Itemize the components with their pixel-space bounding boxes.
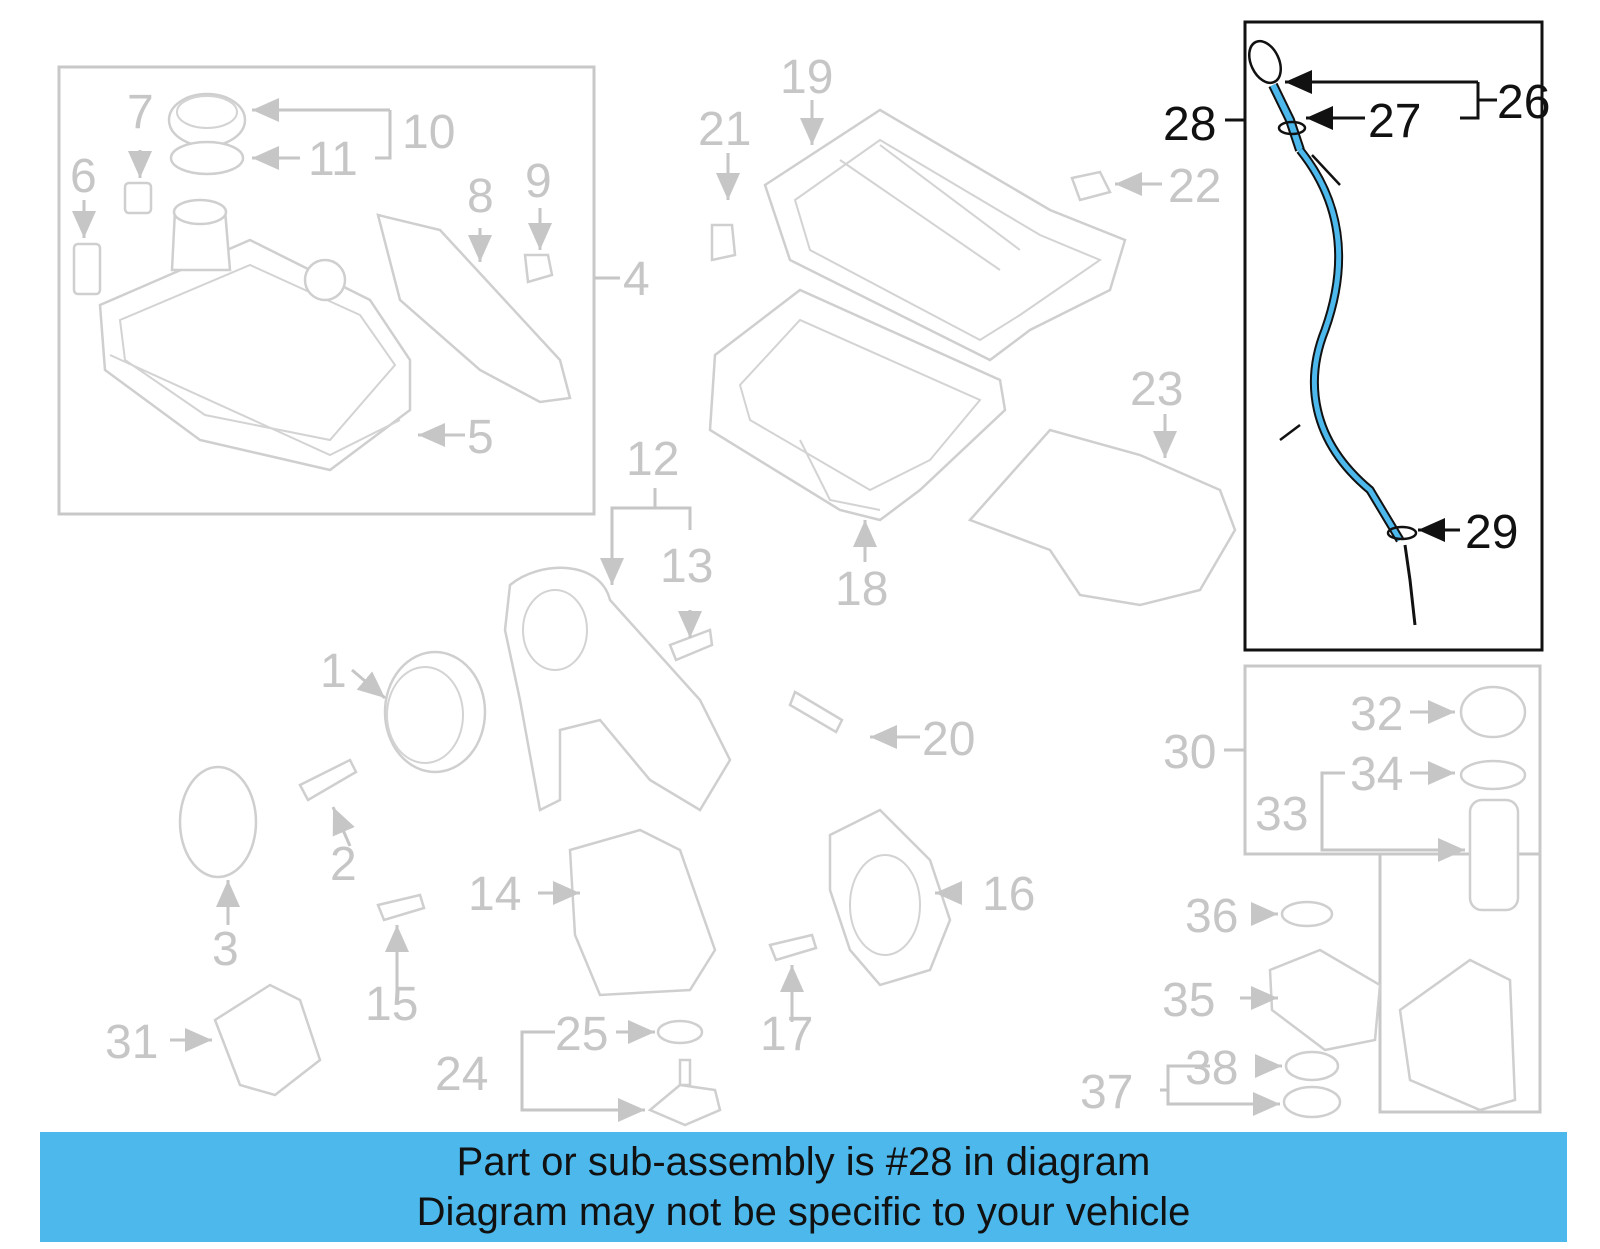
callout-26: 26 bbox=[1497, 76, 1550, 129]
callout-27: 27 bbox=[1368, 95, 1421, 148]
callout-21: 21 bbox=[698, 103, 751, 156]
rear-cover-icon bbox=[828, 808, 952, 987]
callout-31: 31 bbox=[105, 1016, 158, 1069]
callout-8: 8 bbox=[467, 170, 494, 223]
callout-32: 32 bbox=[1350, 688, 1403, 741]
callout-38: 38 bbox=[1185, 1042, 1238, 1095]
callout-14: 14 bbox=[468, 868, 521, 921]
bolt-9-icon bbox=[523, 253, 554, 284]
callout-23: 23 bbox=[1130, 363, 1183, 416]
drain-plug-icon bbox=[1070, 170, 1112, 202]
callout-17: 17 bbox=[760, 1008, 813, 1061]
callout-33: 33 bbox=[1255, 788, 1308, 841]
sealant-tube-icon bbox=[788, 690, 844, 734]
valve-cover-group-box bbox=[57, 65, 596, 516]
valve-cover-icon bbox=[98, 198, 412, 472]
callout-9: 9 bbox=[525, 155, 552, 208]
bolt-15-icon bbox=[376, 893, 426, 922]
callout-34: 34 bbox=[1350, 748, 1403, 801]
callout-24: 24 bbox=[435, 1048, 488, 1101]
callout-25: 25 bbox=[555, 1008, 608, 1061]
windage-tray-icon bbox=[967, 428, 1237, 607]
oil-filter-icon bbox=[1268, 685, 1527, 1119]
pulley-icon bbox=[383, 650, 487, 774]
callout-30: 30 bbox=[1163, 726, 1216, 779]
switch-stem-icon bbox=[678, 1058, 692, 1087]
heat-shield-icon bbox=[376, 213, 572, 404]
callout-28: 28 bbox=[1163, 98, 1216, 151]
banner-line-part: Part or sub-assembly is #28 in diagram bbox=[456, 1140, 1151, 1184]
callout-5: 5 bbox=[467, 411, 494, 464]
oil-pan-lower-icon bbox=[708, 288, 1007, 522]
timing-cover-upper-icon bbox=[503, 566, 732, 812]
callout-numbers: 1 2 3 4 5 6 7 8 9 10 11 12 13 14 15 16 1… bbox=[70, 51, 1550, 1119]
oil-pan-upper-icon bbox=[763, 108, 1127, 362]
info-banner: Part or sub-assembly is #28 in diagram D… bbox=[40, 1132, 1567, 1242]
dipstick-group-box bbox=[1243, 20, 1544, 652]
oring-25-icon bbox=[656, 1019, 704, 1045]
banner-line-disclaimer: Diagram may not be specific to your vehi… bbox=[416, 1190, 1191, 1234]
dipstick-icon bbox=[1248, 39, 1418, 626]
breather-plug-icon bbox=[72, 181, 153, 296]
callout-3: 3 bbox=[212, 923, 239, 976]
callout-7: 7 bbox=[127, 86, 154, 139]
callout-10: 10 bbox=[402, 106, 455, 159]
bolt-21-icon bbox=[710, 223, 737, 262]
bolt-2-icon bbox=[298, 758, 358, 802]
cover-plate-31-icon bbox=[213, 983, 322, 1097]
callout-19: 19 bbox=[780, 51, 833, 104]
timing-cover-lower-icon bbox=[568, 828, 717, 997]
callout-20: 20 bbox=[922, 713, 975, 766]
callout-29: 29 bbox=[1465, 506, 1518, 559]
bolt-17-icon bbox=[768, 933, 818, 962]
callout-1: 1 bbox=[320, 645, 347, 698]
callout-15: 15 bbox=[365, 978, 418, 1031]
oil-pressure-switch-icon bbox=[647, 1083, 722, 1127]
callout-11: 11 bbox=[308, 133, 358, 186]
callout-4: 4 bbox=[623, 253, 650, 306]
callout-35: 35 bbox=[1162, 974, 1215, 1027]
callout-16: 16 bbox=[982, 868, 1035, 921]
callout-13: 13 bbox=[660, 540, 713, 593]
callout-12: 12 bbox=[626, 433, 679, 486]
highlight-leader-lines bbox=[1225, 70, 1497, 542]
callout-18: 18 bbox=[835, 563, 888, 616]
callout-6: 6 bbox=[70, 150, 97, 203]
seal-icon bbox=[178, 765, 258, 879]
callout-37: 37 bbox=[1080, 1066, 1133, 1119]
leader-lines bbox=[72, 98, 1465, 1122]
callout-2: 2 bbox=[330, 838, 357, 891]
callout-22: 22 bbox=[1168, 160, 1221, 213]
oil-cap-icon bbox=[167, 92, 247, 176]
callout-36: 36 bbox=[1185, 890, 1238, 943]
